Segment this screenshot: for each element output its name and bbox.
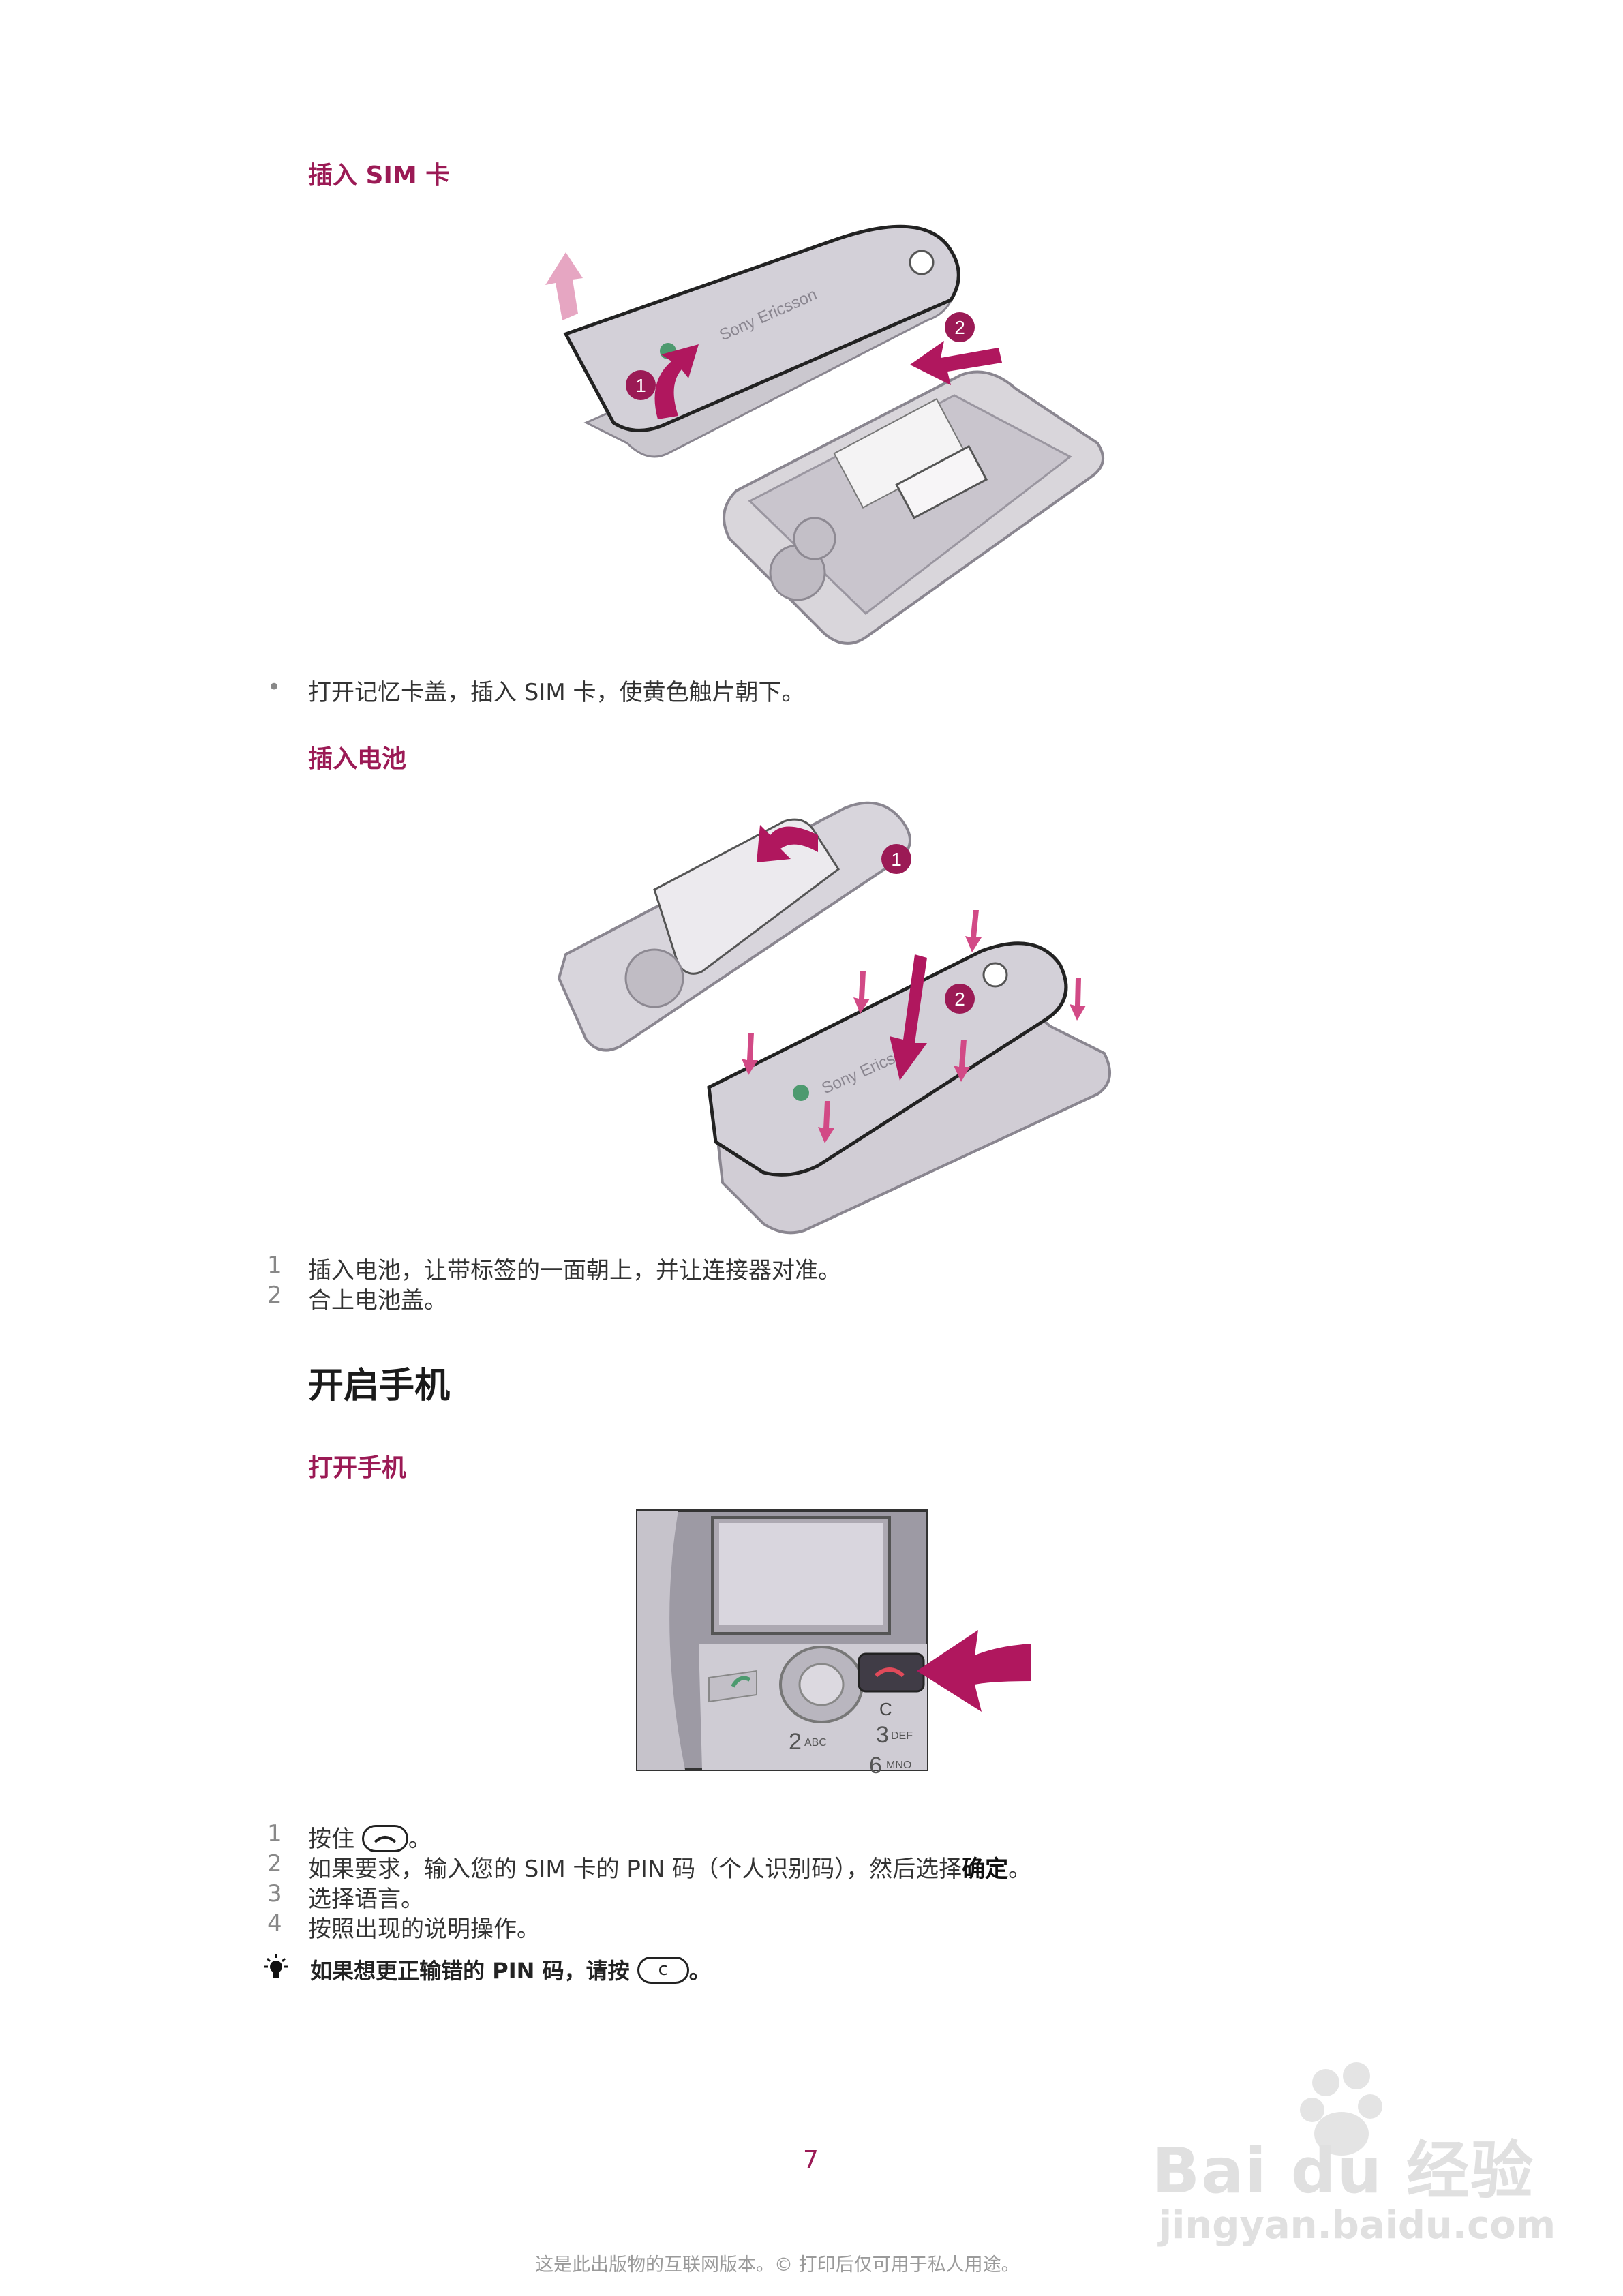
battery-callout-2: 2 <box>954 988 965 1010</box>
sim-callout-2: 2 <box>954 317 965 338</box>
battery-insertion-illustration: Sony Ericsson 1 2 <box>557 801 1111 1235</box>
step-number: 2 <box>267 1850 282 1877</box>
ok-bold-label: 确定 <box>962 1856 1009 1883</box>
step-text: 按照出现的说明操作。 <box>308 1916 540 1943</box>
end-key <box>858 1652 925 1693</box>
key-6-letters: MNO <box>886 1759 911 1771</box>
step-text-post: 。 <box>1008 1856 1032 1883</box>
tip-row: 如果想更正输错的 PIN 码，请按 c 。 <box>259 1954 711 1987</box>
sim-callout-1: 1 <box>635 375 646 396</box>
step-number: 1 <box>267 1252 282 1279</box>
tip-text-post: 。 <box>688 1958 711 1984</box>
phone-base-lower <box>723 370 1104 645</box>
phone-open-battery <box>557 801 911 1052</box>
c-key-label: C <box>879 1699 892 1719</box>
step-number: 1 <box>267 1820 282 1847</box>
step-number: 4 <box>267 1910 282 1937</box>
slide-arrow-2 <box>910 341 1002 385</box>
sim-bullet-text: 打开记忆卡盖，插入 SIM 卡，使黄色触片朝下。 <box>308 679 805 706</box>
power-section-heading: 开启手机 <box>308 1365 451 1406</box>
step-text: 插入电池，让带标签的一面朝上，并让连接器对准。 <box>308 1257 841 1284</box>
step-text-pre: 按住 <box>308 1826 354 1853</box>
step-text: 合上电池盖。 <box>308 1287 447 1314</box>
watermark-url: jingyan.baidu.com <box>1159 2203 1556 2248</box>
sim-insertion-illustration: Sony Ericsson 1 2 <box>545 224 1104 645</box>
step-text: 选择语言。 <box>308 1886 424 1913</box>
step-number: 2 <box>267 1282 282 1309</box>
footer-note: 这是此出版物的互联网版本。© 打印后仅可用于私人用途。 <box>535 2254 1020 2276</box>
baidu-watermark: Bai du 经验 jingyan.baidu.com <box>1152 2052 1561 2256</box>
bullet-dot: • <box>267 674 282 701</box>
step-text: 按住 。 <box>308 1820 431 1854</box>
press-arrow <box>917 1630 1031 1712</box>
baidu-paw-logo <box>1300 2062 1382 2156</box>
step-text: 如果要求，输入您的 SIM 卡的 PIN 码（个人识别码），然后选择确定。 <box>308 1850 1031 1884</box>
battery-slide-arrow-1 <box>757 825 818 862</box>
key-3-letters: DEF <box>891 1730 913 1742</box>
page-number: 7 <box>803 2146 819 2174</box>
battery-section-title: 插入电池 <box>308 745 407 773</box>
lightbulb-icon <box>259 1954 293 1984</box>
cover-press-arrow-main <box>890 954 927 1081</box>
power-key-illustration: C 2 ABC 3 DEF 6 MNO <box>636 1509 1031 1779</box>
power-section-title: 打开手机 <box>308 1454 407 1482</box>
key-2-letters: ABC <box>804 1737 827 1749</box>
lift-arrow-1 <box>654 344 699 419</box>
c-key-glyph-label: c <box>658 1959 668 1980</box>
end-call-key-icon <box>361 1824 408 1852</box>
step-text-post: 。 <box>408 1826 431 1853</box>
call-key-icon <box>731 1676 751 1688</box>
cover-press-arrows-small <box>742 910 1086 1143</box>
key-3: 3 <box>876 1722 889 1748</box>
phone-cover-closed: Sony Ericsson <box>707 941 1111 1235</box>
c-key-icon: c <box>637 1957 689 1984</box>
key-2: 2 <box>789 1729 802 1755</box>
step-text-pre: 如果要求，输入您的 SIM 卡的 PIN 码（个人识别码），然后选择 <box>308 1856 962 1883</box>
key-6: 6 <box>869 1753 882 1779</box>
lift-arrow-light <box>545 252 583 320</box>
battery-callout-1: 1 <box>891 849 902 870</box>
end-key-icon <box>874 1667 905 1678</box>
step-number: 3 <box>267 1880 282 1907</box>
watermark-brand: Bai du 经验 <box>1152 2134 1535 2207</box>
tip-text-pre: 如果想更正输错的 PIN 码，请按 <box>310 1958 630 1984</box>
sim-section-title: 插入 SIM 卡 <box>308 162 451 190</box>
